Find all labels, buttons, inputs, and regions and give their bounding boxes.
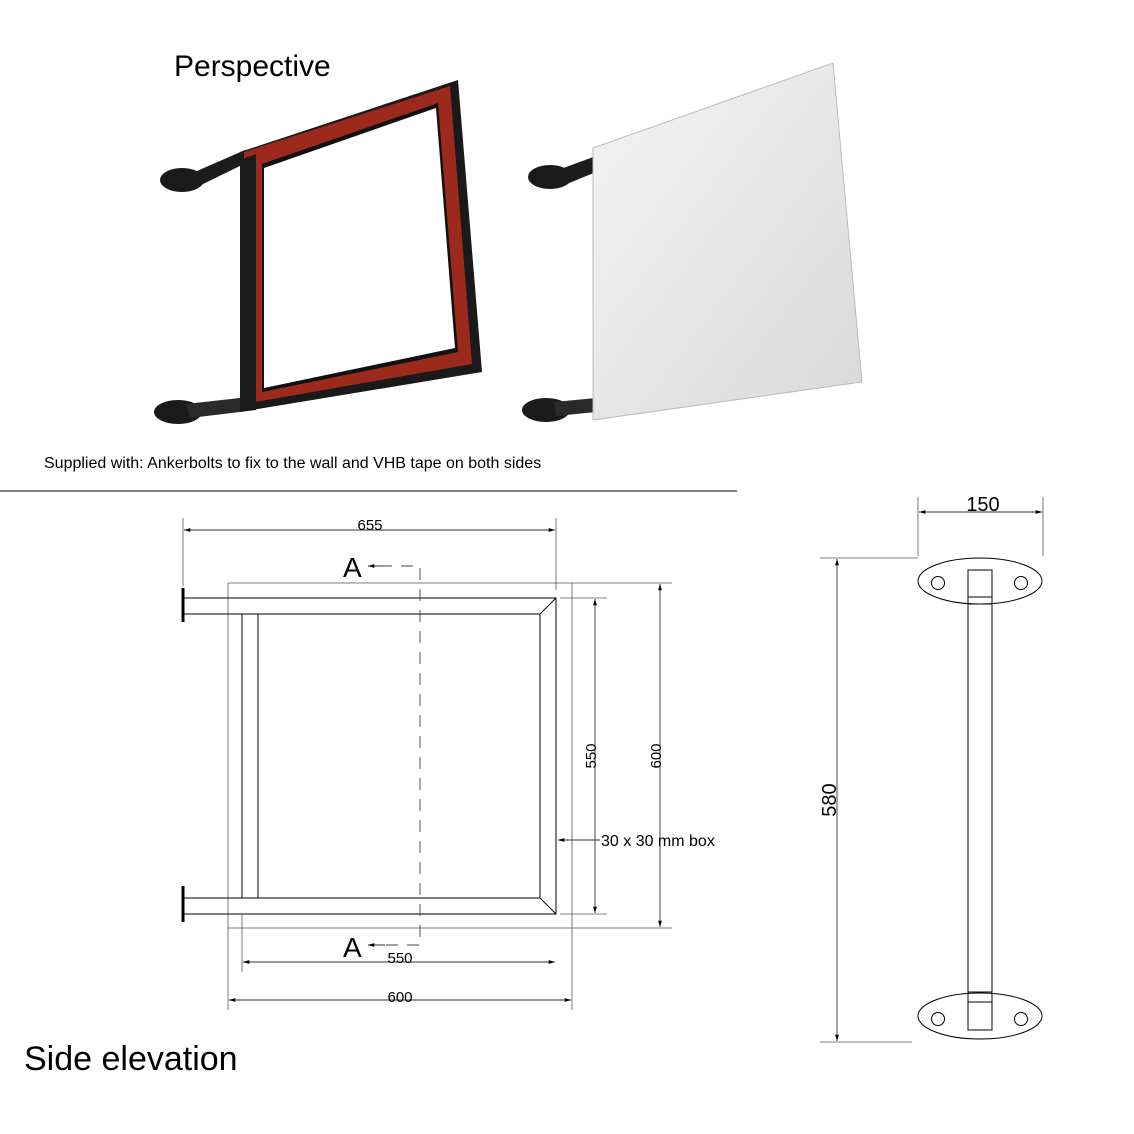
bolt-hole (1014, 576, 1028, 590)
front-elevation-drawing: 150 580 (819, 494, 1044, 1043)
mirror-panel (592, 62, 863, 421)
bolt-hole (931, 576, 945, 590)
supplied-with-caption: Supplied with: Ankerbolts to fix to the … (44, 455, 541, 472)
bolt-hole (931, 1012, 945, 1026)
wall-plate-bottom (917, 992, 1043, 1040)
dim-height: 580 (819, 783, 841, 816)
section-marker-bottom: A (343, 932, 362, 963)
side-elevation-title: Side elevation (24, 1040, 238, 1078)
dim-overall-depth: 655 (357, 517, 382, 534)
dim-outer-height: 600 (648, 743, 665, 768)
side-elevation-drawing: A A 655 550 600 550 600 30 x 30 mm box (181, 517, 715, 1010)
dim-inner-height: 550 (583, 743, 600, 768)
dim-outer-width: 600 (387, 989, 412, 1006)
section-marker-top: A (343, 552, 362, 583)
dim-inner-width: 550 (387, 950, 412, 967)
profile-note: 30 x 30 mm box (601, 833, 715, 850)
dim-plate-width: 150 (966, 494, 999, 516)
vertical-bar (967, 569, 993, 1031)
panel-perspective-view (522, 62, 863, 422)
perspective-title: Perspective (174, 50, 331, 83)
frame-perspective-view (154, 80, 482, 424)
section-line-a (380, 565, 421, 946)
bolt-hole (1014, 1012, 1028, 1026)
